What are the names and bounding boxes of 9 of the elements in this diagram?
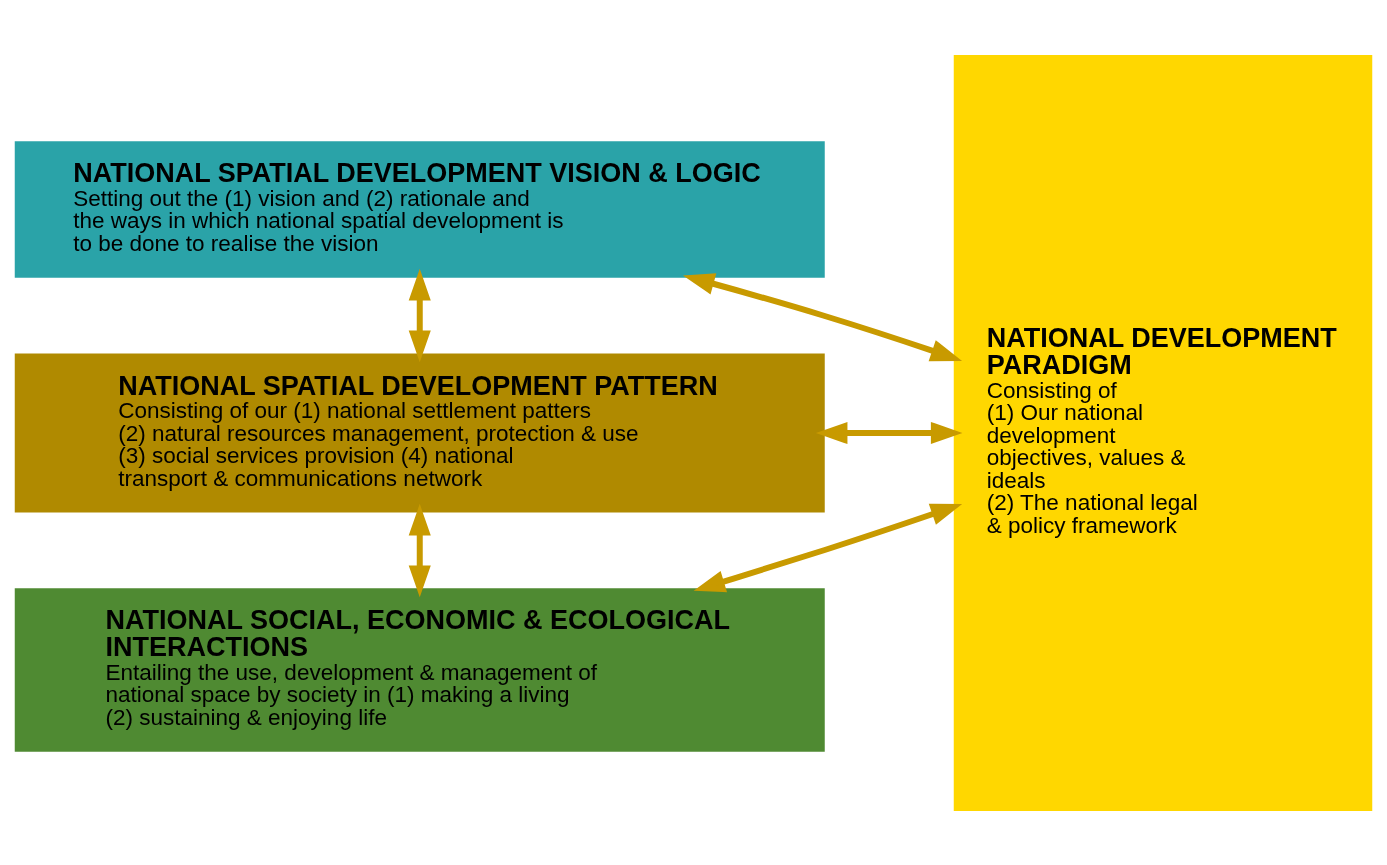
arrow	[682, 272, 963, 361]
node-box: NATIONAL SPATIAL DEVELOPMENT PATTERN Consisting of our (1) national settlement patters (2) natural resources management, protection & use (3) social services provision (4) national transport & communications network	[14, 353, 825, 512]
arrow	[408, 268, 431, 362]
arrow	[815, 421, 963, 444]
node-box: NATIONAL SPATIAL DEVELOPMENT VISION & LOGIC Setting out the (1) vision and (2) rationale and the ways in which national spatial development is to be done to realise the vision	[14, 140, 825, 278]
arrow	[408, 503, 431, 597]
node-box: NATIONAL SOCIAL, ECONOMIC & ECOLOGICAL INTERACTIONS Entailing the use, development & management of national space by society in (1) making a living (2) sustaining & enjoying life	[14, 587, 825, 752]
node-box: NATIONAL DEVELOPMENT PARADIGM Consisting of (1) Our national development objectives, values & ideals (2) The national legal & policy framework	[953, 54, 1373, 811]
arrow	[693, 503, 963, 592]
